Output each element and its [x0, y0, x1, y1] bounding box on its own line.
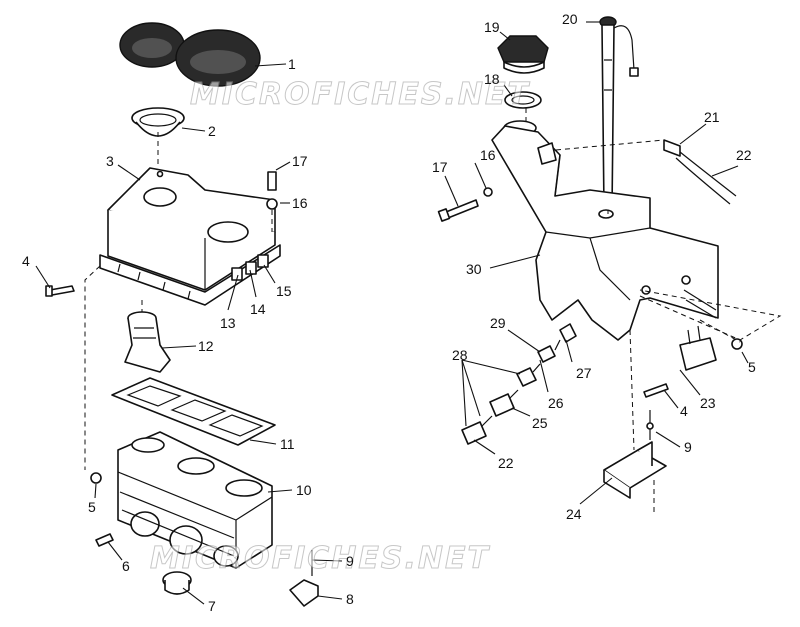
tank-mount-bolt [437, 187, 493, 222]
callout-25: 25 [532, 415, 548, 431]
callout-3: 3 [106, 153, 114, 169]
left-leader-lines [35, 63, 343, 605]
callout-21: 21 [704, 109, 720, 125]
watermark-bottom: MICROFICHES.NET [150, 541, 491, 576]
callout-5-left: 5 [88, 499, 96, 515]
callout-4-left: 4 [22, 253, 30, 269]
callout-1: 1 [288, 56, 296, 72]
fuel-tank [491, 120, 719, 341]
cap-gasket [504, 91, 542, 109]
callout-20: 20 [562, 11, 578, 27]
callout-17-left: 17 [292, 153, 308, 169]
callout-27: 27 [576, 365, 592, 381]
watermark-top: MICROFICHES.NET [190, 77, 531, 112]
airbox-gasket [111, 377, 276, 446]
callout-18: 18 [484, 71, 500, 87]
callout-5-right: 5 [748, 359, 756, 375]
callout-10: 10 [296, 482, 312, 498]
callout-6: 6 [122, 558, 130, 574]
fuel-pump [643, 325, 743, 398]
air-filter-foam [119, 22, 261, 87]
callout-19: 19 [484, 19, 500, 35]
vent-hose [663, 139, 737, 205]
fuel-line-fittings [461, 323, 577, 445]
callout-12: 12 [198, 338, 214, 354]
callout-2: 2 [208, 123, 216, 139]
airbox-hardware [45, 171, 319, 607]
callout-23: 23 [700, 395, 716, 411]
callout-14: 14 [250, 301, 266, 317]
airbox-lid [99, 167, 281, 306]
callout-28: 28 [452, 347, 468, 363]
fuel-gauge [599, 16, 639, 211]
callout-7: 7 [208, 598, 216, 614]
callout-8: 8 [346, 591, 354, 607]
callout-15: 15 [276, 283, 292, 299]
callout-13: 13 [220, 315, 236, 331]
callout-17-right: 17 [432, 159, 448, 175]
callout-22-right: 22 [736, 147, 752, 163]
callout-11: 11 [280, 436, 295, 452]
callout-22-bottom: 22 [498, 455, 514, 471]
callout-24: 24 [566, 506, 582, 522]
right-leader-lines [444, 21, 782, 516]
callout-29: 29 [490, 315, 506, 331]
callout-9-right: 9 [684, 439, 692, 455]
airbox-lower [117, 431, 273, 569]
fuel-cap [497, 35, 549, 74]
callout-30: 30 [466, 261, 482, 277]
tank-bracket [603, 410, 667, 499]
callout-16-right: 16 [480, 147, 496, 163]
callout-16-left: 16 [292, 195, 308, 211]
callout-4-right: 4 [680, 403, 688, 419]
intake-boot [131, 107, 185, 137]
rubber-elbow [124, 311, 171, 373]
callout-26: 26 [548, 395, 564, 411]
callout-9-left: 9 [346, 553, 354, 569]
